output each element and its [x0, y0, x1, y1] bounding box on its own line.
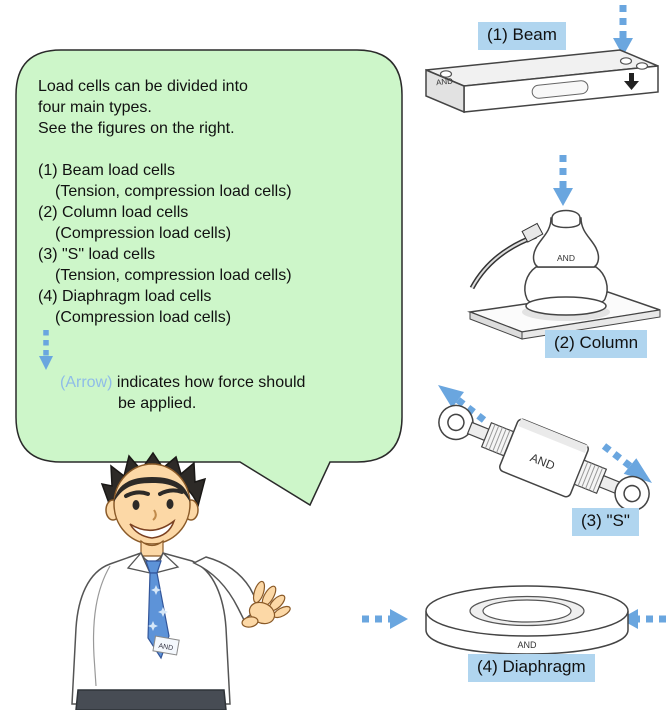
type-item-3-name: (3) "S" load cells [38, 246, 156, 263]
character-tie: AND [145, 560, 180, 660]
diaphragm-load-cell-illustration: AND [425, 585, 629, 655]
type-item-1-name: (1) Beam load cells [38, 162, 175, 179]
force-note: (Arrow) indicates how force should be ap… [60, 372, 305, 414]
beam-load-cell-illustration: AND [425, 49, 659, 114]
type-item-3-detail: (Tension, compression load cells) [55, 267, 292, 284]
type-item-2-detail: (Compression load cells) [55, 225, 232, 242]
intro-line-2: four main types. [38, 99, 152, 116]
diaphragm-brand-text: AND [517, 640, 537, 650]
diaphragm-label: (4) Diaphragm [468, 654, 595, 683]
force-note-rest: indicates how force should [112, 374, 306, 391]
arrow-word: (Arrow) [60, 374, 113, 391]
column-label: (2) Column [545, 330, 648, 359]
diaphragm-force-arrow-left-icon [620, 609, 666, 629]
presenter-character: AND [71, 451, 291, 710]
spacer [38, 139, 394, 160]
intro-line-1: Load cells can be divided into [38, 78, 248, 95]
s-type-force-arrow-down-right-icon [601, 443, 652, 483]
speech-bubble-text: Load cells can be divided into four main… [38, 76, 394, 328]
type-item-2-name: (2) Column load cells [38, 204, 189, 221]
type-item-4-name: (4) Diaphragm load cells [38, 288, 212, 305]
type-item-4-detail: (Compression load cells) [55, 309, 232, 326]
beam-load-point-marker [624, 73, 639, 90]
character-trousers [75, 689, 227, 710]
beam-brand-text: AND [436, 76, 454, 87]
speech-bubble [15, 49, 403, 507]
type-item-1-detail: (Tension, compression load cells) [55, 183, 292, 200]
s-type-load-cell-illustration: AND [438, 404, 650, 512]
s-type-force-arrow-up-left-icon [438, 385, 487, 423]
s-type-label: (3) "S" [572, 508, 639, 537]
intro-line-3: See the figures on the right. [38, 120, 235, 137]
character-open-hand [241, 580, 291, 628]
character-smile [129, 518, 176, 539]
beam-force-arrow-down-icon [613, 5, 633, 56]
tie-brand-text: AND [158, 643, 174, 652]
column-brand-text: AND [557, 253, 575, 263]
sample-force-arrow-down-icon [39, 330, 53, 370]
diaphragm-force-arrow-right-icon [362, 609, 408, 629]
force-note-line-2: be applied. [118, 395, 197, 412]
tie-brand-tag: AND [152, 635, 180, 656]
force-note-line-1: (Arrow) indicates how force should [60, 372, 305, 393]
beam-label: (1) Beam [478, 22, 566, 51]
column-force-arrow-down-icon [553, 155, 573, 206]
